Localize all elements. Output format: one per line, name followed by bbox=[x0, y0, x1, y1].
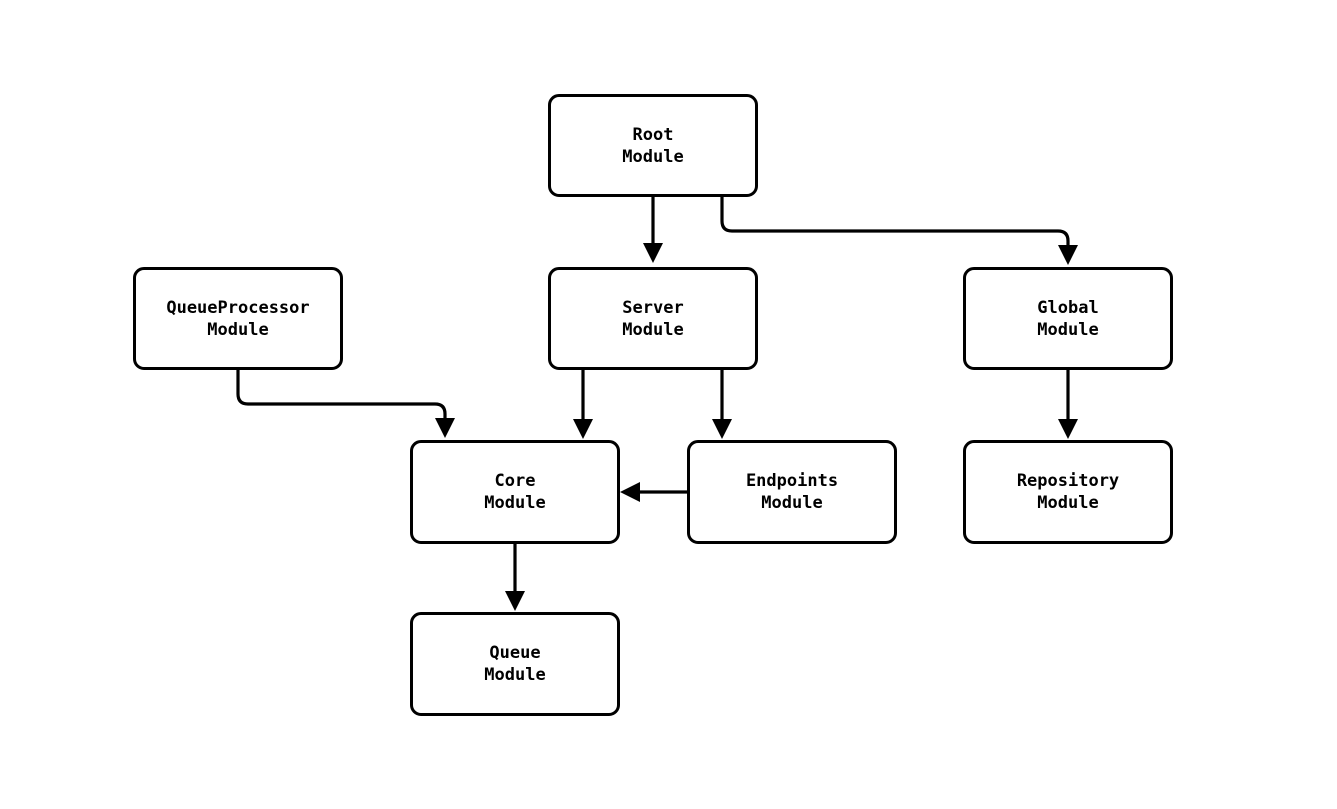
node-label-line2: Module bbox=[761, 493, 823, 513]
node-label-line1: Global bbox=[1037, 297, 1099, 318]
edge-queueprocessor-core bbox=[236, 370, 455, 438]
node-root-module[interactable]: Root Module bbox=[548, 94, 758, 197]
node-queue-module[interactable]: Queue Module bbox=[410, 612, 620, 716]
node-label-line1: Repository bbox=[1016, 471, 1120, 491]
node-label-line1: Server bbox=[622, 297, 684, 318]
node-label-line2: Module bbox=[622, 146, 684, 167]
node-label-line1: Queue bbox=[489, 643, 541, 663]
node-server-module[interactable]: Server Module bbox=[548, 267, 758, 370]
node-label-line2: Module bbox=[1037, 493, 1099, 513]
edge-server-core bbox=[573, 370, 593, 439]
node-label-line2: Module bbox=[1037, 319, 1099, 340]
node-label-line1: Core bbox=[494, 471, 536, 491]
node-label-line1: QueueProcessor bbox=[166, 297, 310, 318]
node-label-line2: Module bbox=[622, 319, 684, 340]
edge-server-endpoints bbox=[712, 370, 732, 439]
node-label-line1: Endpoints bbox=[745, 471, 839, 491]
edge-root-server bbox=[643, 197, 663, 263]
node-queueprocessor-module[interactable]: QueueProcessor Module bbox=[133, 267, 343, 370]
node-endpoints-module[interactable]: Endpoints Module bbox=[687, 440, 897, 544]
node-label-line1: Root bbox=[632, 124, 674, 145]
edge-core-queue bbox=[505, 544, 525, 611]
node-global-module[interactable]: Global Module bbox=[963, 267, 1173, 370]
edge-global-repository bbox=[1058, 370, 1078, 439]
node-label-line2: Module bbox=[484, 493, 546, 513]
edge-endpoints-core bbox=[620, 482, 687, 502]
node-repository-module[interactable]: Repository Module bbox=[963, 440, 1173, 544]
edge-root-global bbox=[720, 197, 1078, 265]
node-label-line2: Module bbox=[484, 665, 546, 685]
node-core-module[interactable]: Core Module bbox=[410, 440, 620, 544]
node-label-line2: Module bbox=[207, 319, 269, 340]
